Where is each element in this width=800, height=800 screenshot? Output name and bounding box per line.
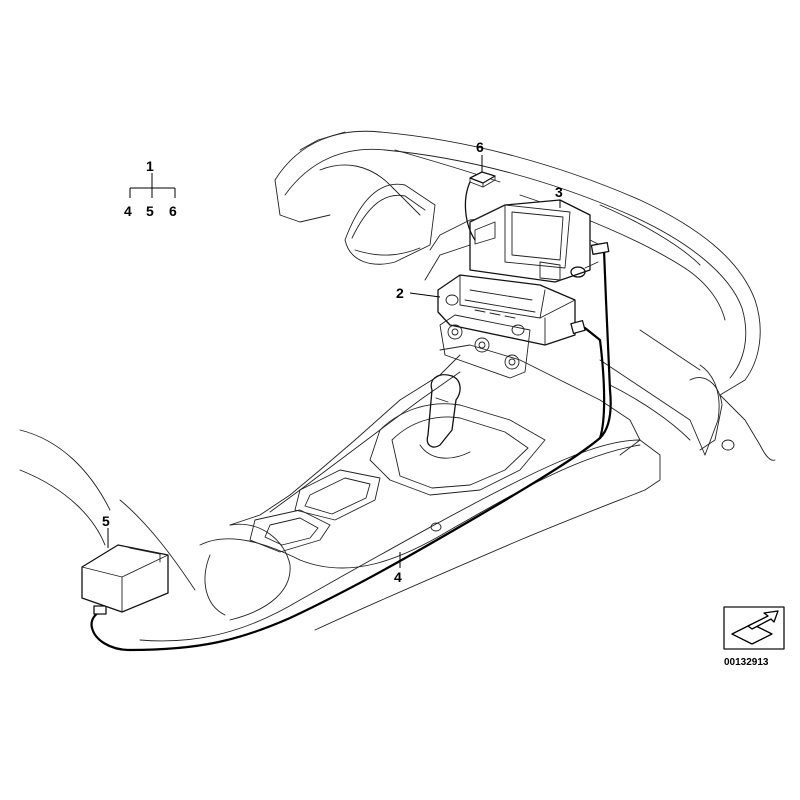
label-6-sub: 6	[169, 203, 177, 219]
part-5-control-box	[81, 544, 169, 613]
leader-lines	[107, 155, 561, 568]
label-4: 4	[394, 569, 402, 585]
climate-controls	[439, 314, 531, 379]
part-6-module	[469, 171, 496, 188]
label-2: 2	[396, 285, 404, 301]
label-4-sub: 4	[124, 203, 132, 219]
dashboard	[274, 130, 776, 461]
center-console	[19, 344, 661, 642]
part-2-radio-unit	[437, 274, 586, 346]
labels: 1 4 5 6 6 3 2 4 5	[102, 139, 563, 585]
label-5: 5	[102, 513, 110, 529]
diagram-reference-number: 00132913	[724, 657, 769, 668]
part-4-wiring-harness	[90, 181, 612, 652]
label-3: 3	[555, 184, 563, 200]
label-6: 6	[476, 139, 484, 155]
part-3-display-unit	[469, 199, 599, 283]
label-5-sub: 5	[146, 203, 154, 219]
arrow-box-icon	[723, 606, 785, 650]
label-1: 1	[146, 158, 154, 174]
